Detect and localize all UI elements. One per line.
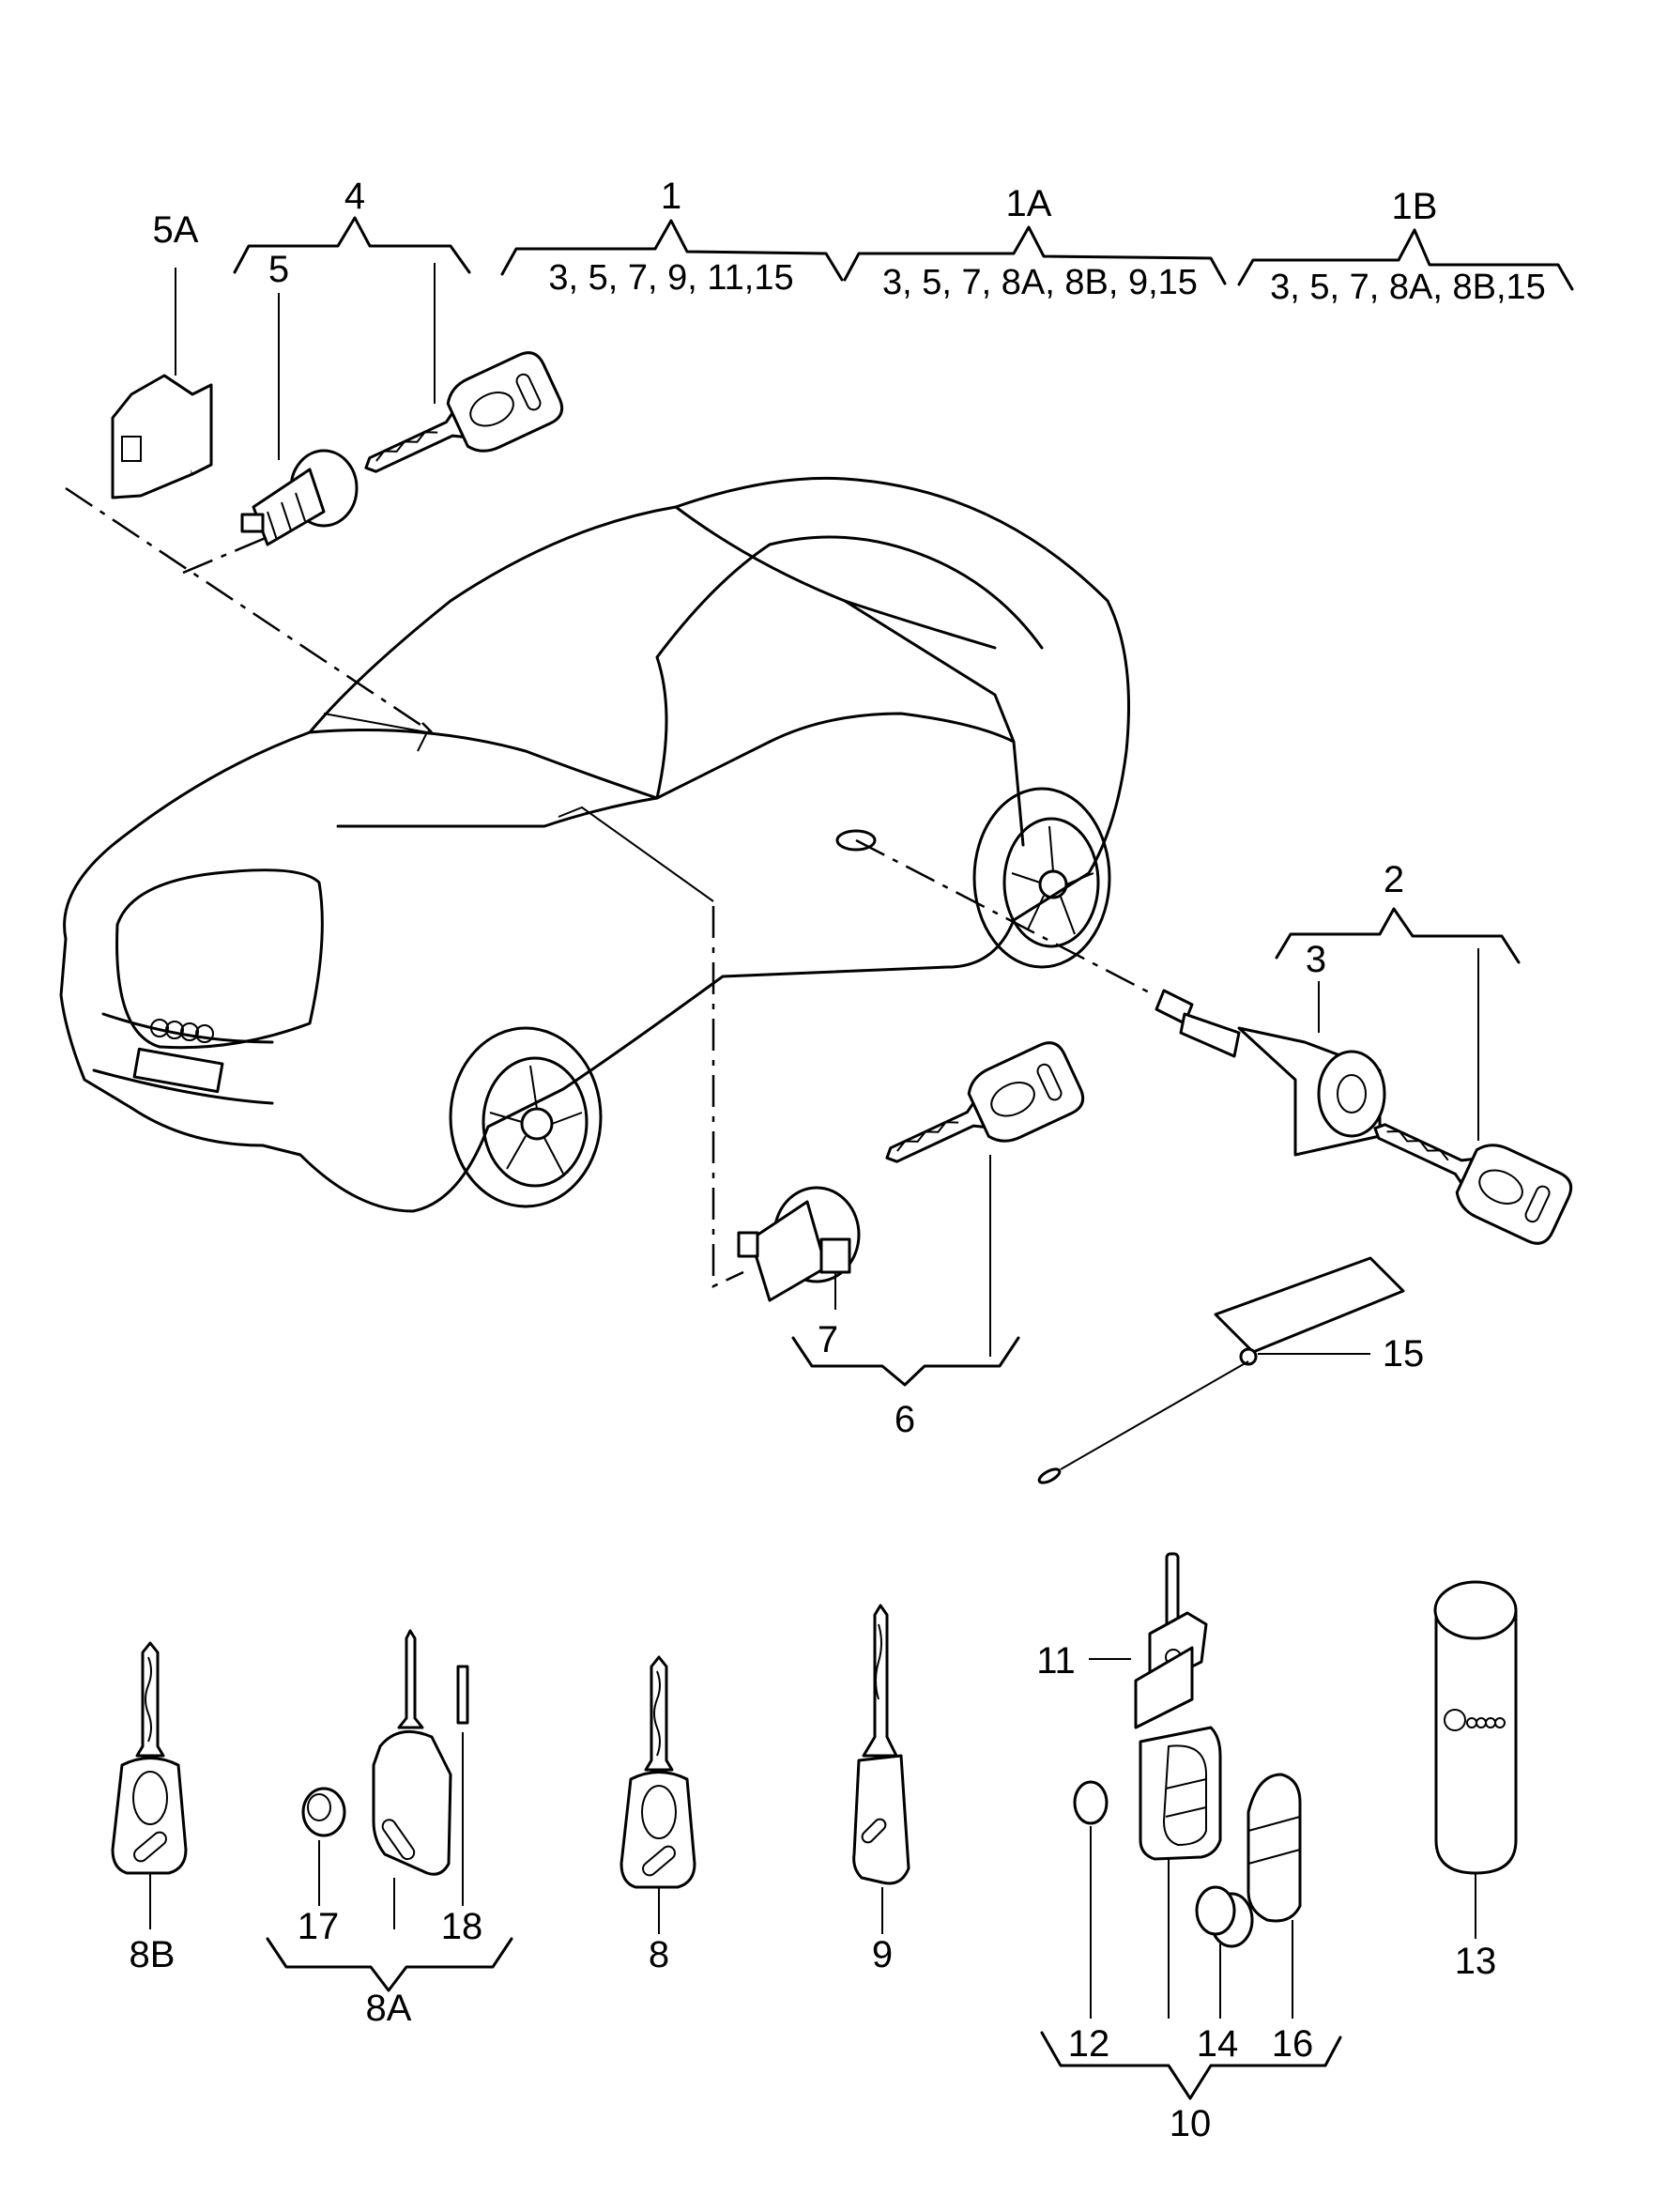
- leader-lines: [65, 486, 1155, 1288]
- group-1A-bracket: 1A 3, 5, 7, 8A, 8B, 9,15: [843, 183, 1227, 302]
- part-12-label: 12: [1068, 2023, 1110, 2065]
- group-1-contents: 3, 5, 7, 9, 11,15: [548, 258, 793, 298]
- part-17-battery: 17: [298, 1787, 346, 1947]
- front-wheel: [449, 1026, 603, 1208]
- remote-housing: [1139, 1726, 1222, 2019]
- part-5-label: 5: [268, 249, 289, 290]
- part-7-ignition-lock: 7: [737, 1186, 861, 1360]
- door-handle: [835, 829, 877, 852]
- part-8B-key: 8B: [111, 1641, 188, 1975]
- group-1-label: 1: [661, 176, 681, 217]
- rear-wheel: [972, 787, 1111, 969]
- part-9-key: 9: [852, 1604, 910, 1975]
- part-3-door-lock-cylinder: 3: [1155, 939, 1386, 1157]
- group-4-label: 4: [344, 176, 365, 217]
- group-4-key: [348, 263, 569, 504]
- group-1B-bracket: 1B 3, 5, 7, 8A, 8B,15: [1237, 186, 1574, 307]
- part-3-label: 3: [1306, 939, 1326, 980]
- group-6-bracket: 6: [791, 1336, 1020, 1440]
- group-2-key: [1357, 948, 1578, 1251]
- part-18-label: 18: [441, 1906, 483, 1947]
- group-6-key: [869, 1036, 1090, 1357]
- group-1A-contents: 3, 5, 7, 8A, 8B, 9,15: [882, 263, 1198, 302]
- part-14-label: 14: [1197, 2023, 1239, 2065]
- group-2-label: 2: [1384, 859, 1404, 900]
- part-13-grease-tube: 13: [1433, 1580, 1518, 1982]
- group-6-label: 6: [895, 1399, 915, 1440]
- part-16-button-pad: 16: [1246, 1773, 1314, 2065]
- part-8-label: 8: [649, 1934, 669, 1975]
- group-8A-bracket: 8A: [266, 1937, 513, 2029]
- group-4-bracket: 4: [233, 176, 471, 274]
- group-10-label: 10: [1170, 2103, 1212, 2144]
- part-7-label: 7: [818, 1319, 838, 1360]
- group-1-bracket: 1 3, 5, 7, 9, 11,15: [500, 176, 844, 298]
- part-13-label: 13: [1455, 1941, 1497, 1982]
- group-2-bracket: 2: [1275, 859, 1521, 964]
- group-8A-label: 8A: [366, 1988, 412, 2029]
- group-10-bracket: 10: [1040, 2031, 1342, 2144]
- part-16-label: 16: [1272, 2023, 1314, 2065]
- group-8A-key: [372, 1629, 452, 1929]
- part-12-battery: 12: [1068, 1780, 1110, 2065]
- part-5A-label: 5A: [153, 209, 199, 251]
- part-8-key: 8: [619, 1655, 696, 1975]
- part-11-label: 11: [1036, 1640, 1076, 1682]
- part-18-pin: 18: [441, 1665, 483, 1947]
- part-15-label: 15: [1383, 1333, 1425, 1375]
- part-17-label: 17: [298, 1906, 340, 1947]
- car-body-illustration: [59, 476, 1130, 1213]
- part-5A-switch: 5A: [111, 209, 213, 499]
- group-1B-contents: 3, 5, 7, 8A, 8B,15: [1270, 268, 1546, 307]
- part-5-lock-cylinder: 5: [240, 249, 359, 546]
- part-9-label: 9: [872, 1934, 893, 1975]
- part-14-seal: 14: [1195, 1885, 1254, 2065]
- group-1A-label: 1A: [1006, 183, 1052, 224]
- part-15-transponder-tag: 15: [1037, 1256, 1425, 1484]
- group-1B-label: 1B: [1392, 186, 1438, 227]
- part-8B-label: 8B: [130, 1934, 176, 1975]
- part-11-key-blade: 11: [1036, 1552, 1208, 1729]
